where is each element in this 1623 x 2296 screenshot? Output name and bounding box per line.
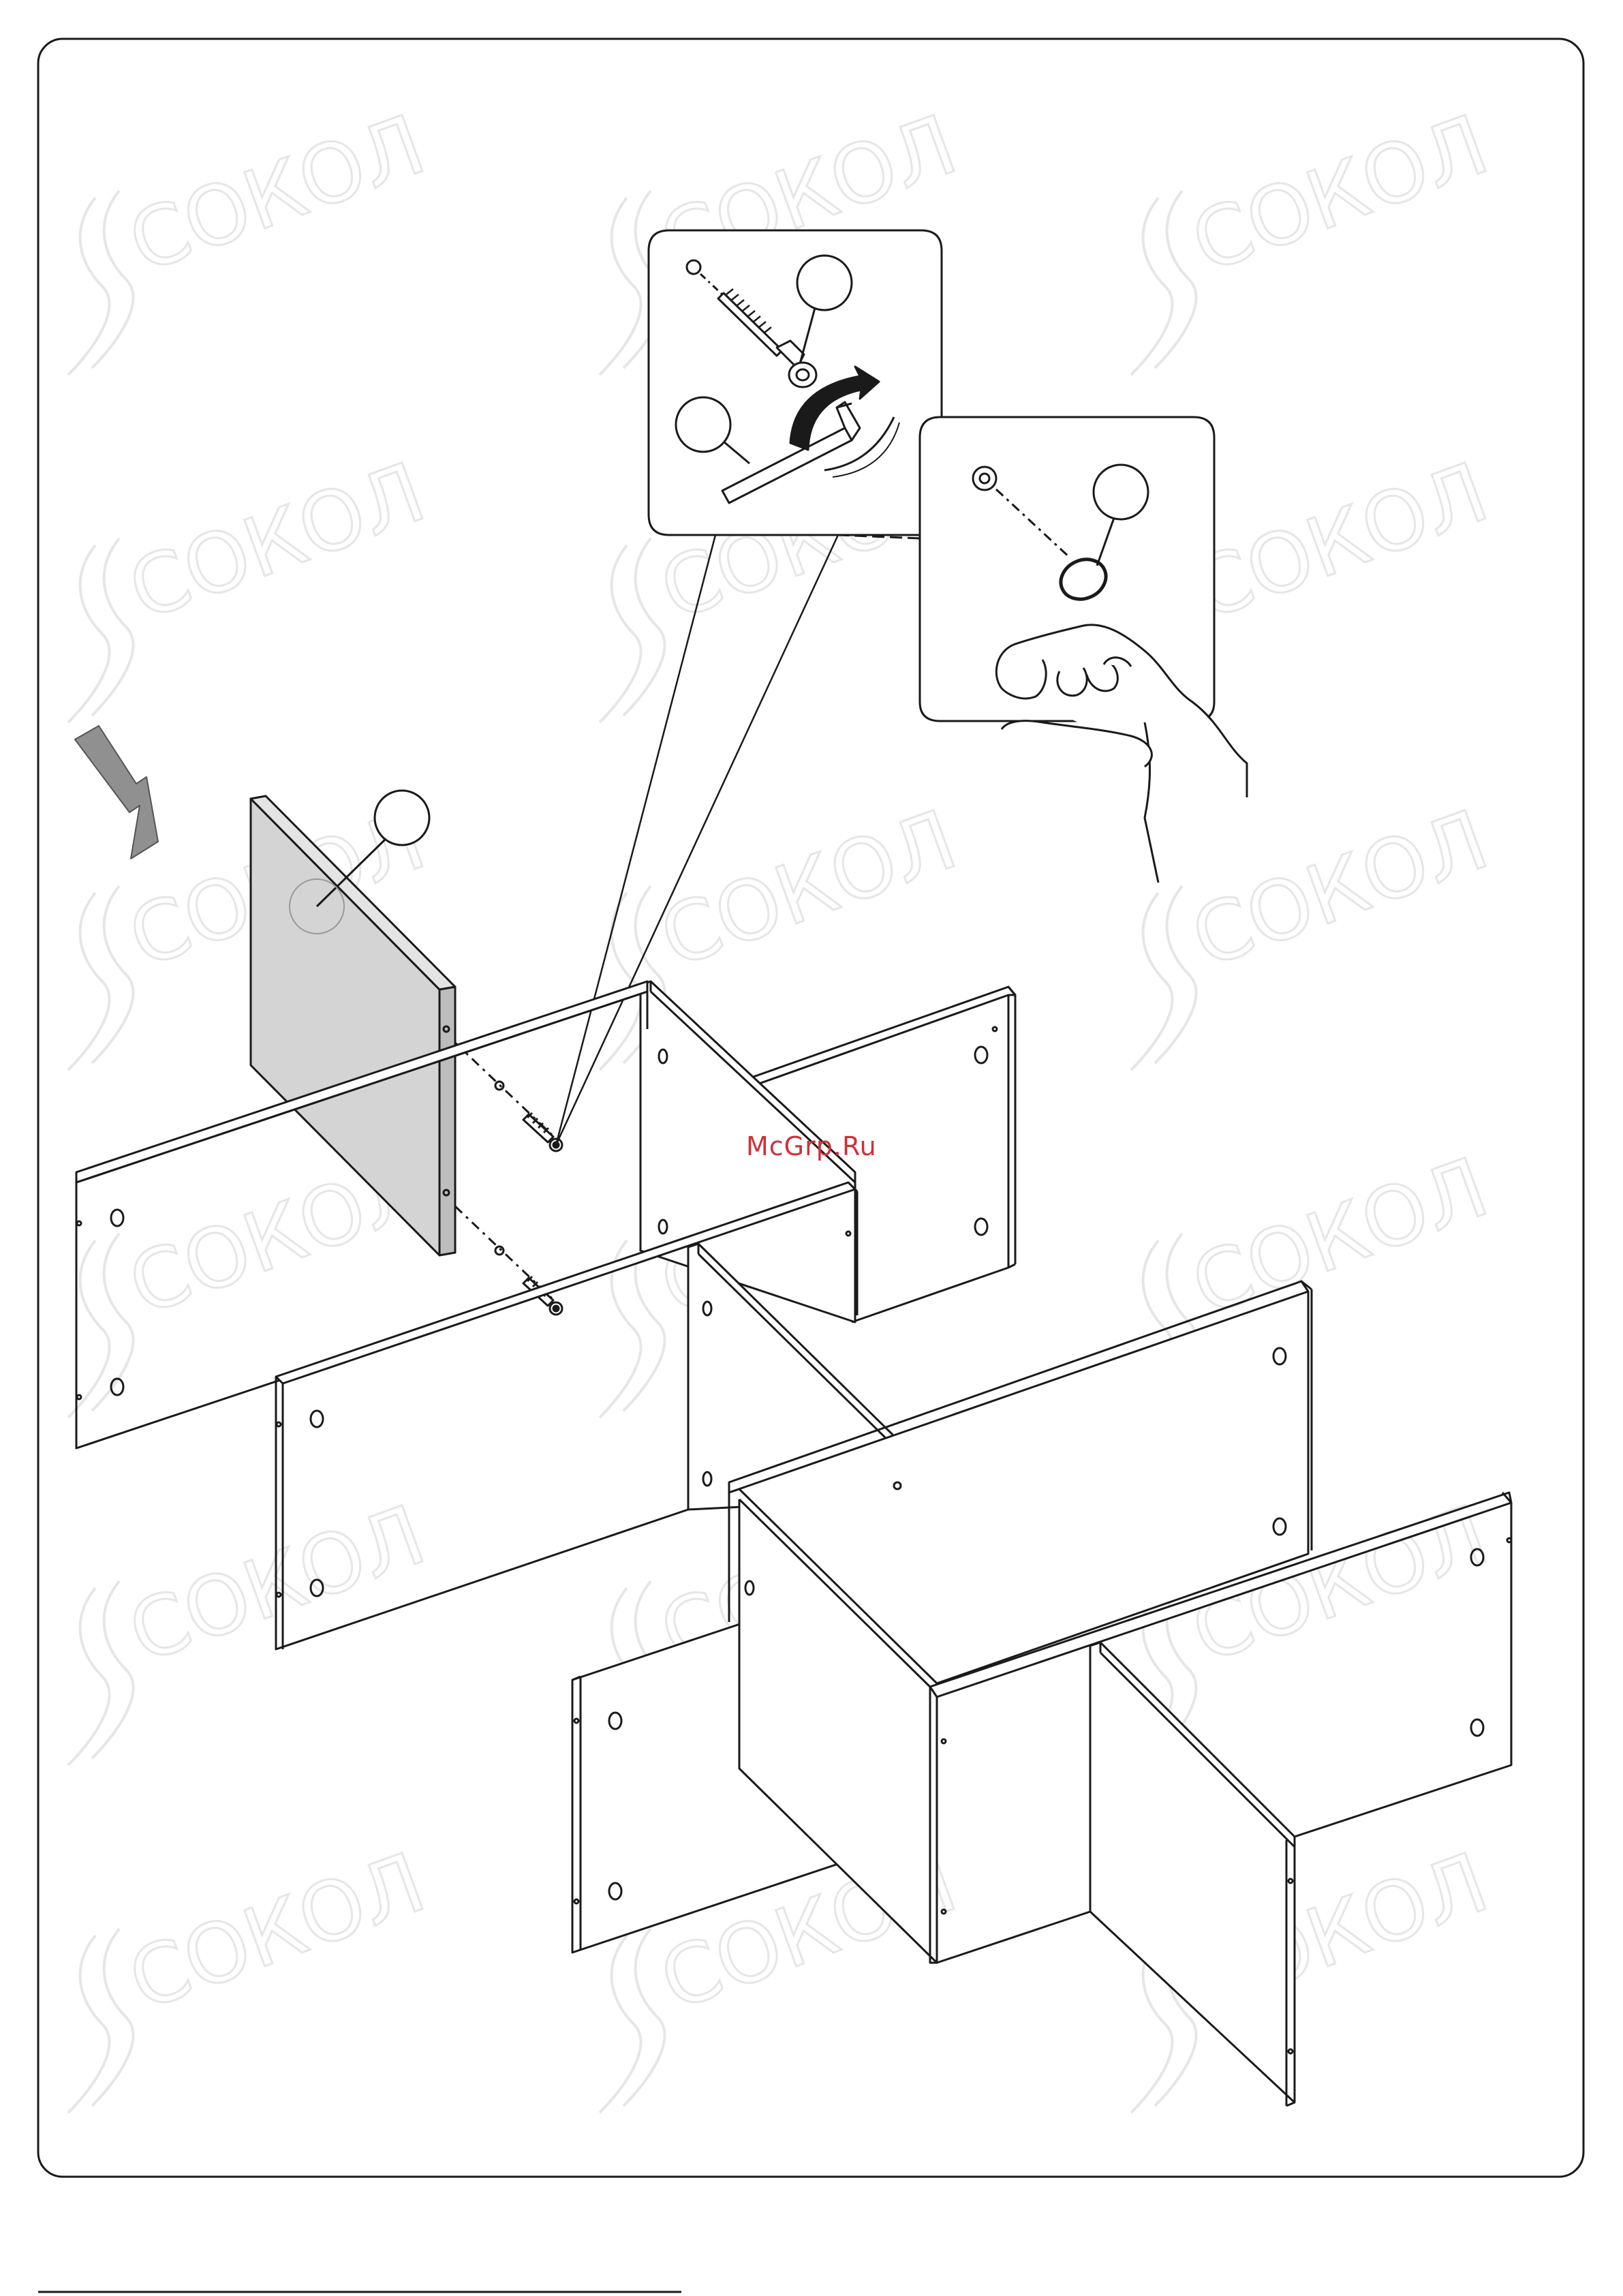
fixing-lines xyxy=(455,1043,552,1298)
confirmat-screw-upper xyxy=(523,1113,562,1151)
cam-hole xyxy=(495,1246,504,1255)
divider-bottom-right xyxy=(1090,1642,1295,2106)
site-watermark-text: McGrp.Ru xyxy=(746,1131,877,1161)
detail-screwing xyxy=(649,230,942,535)
insert-direction-arrow xyxy=(75,726,158,859)
